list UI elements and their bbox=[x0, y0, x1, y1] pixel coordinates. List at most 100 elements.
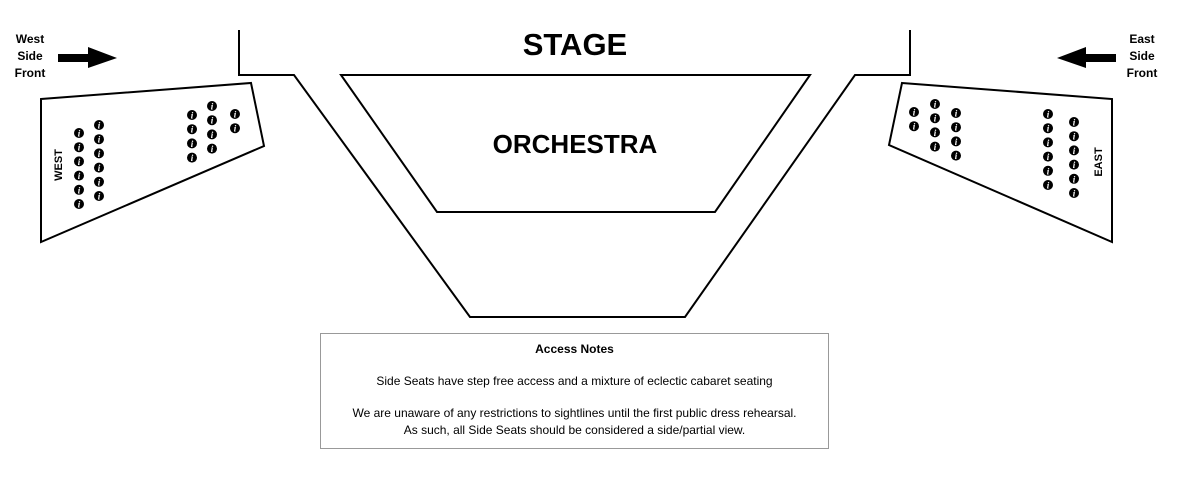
east-section[interactable] bbox=[887, 81, 1113, 244]
seat-info-icon[interactable]: i bbox=[1043, 109, 1053, 120]
seat-info-icon[interactable]: i bbox=[1043, 180, 1053, 191]
seat-info-icon[interactable]: i bbox=[94, 148, 104, 159]
svg-text:i: i bbox=[955, 137, 958, 147]
seat-info-icon[interactable]: i bbox=[951, 150, 961, 162]
seat-info-icon[interactable]: i bbox=[187, 110, 197, 121]
seat-info-icon[interactable]: i bbox=[930, 113, 940, 124]
svg-text:i: i bbox=[191, 111, 194, 121]
svg-text:i: i bbox=[98, 149, 101, 159]
svg-text:i: i bbox=[211, 116, 214, 126]
svg-text:i: i bbox=[955, 109, 958, 119]
west-section[interactable] bbox=[40, 81, 266, 244]
west-front-line2: Side bbox=[17, 49, 43, 63]
svg-text:i: i bbox=[98, 121, 101, 131]
seat-info-icon[interactable]: i bbox=[1043, 165, 1053, 177]
svg-text:i: i bbox=[1047, 181, 1050, 191]
seat-info-icon[interactable]: i bbox=[94, 191, 104, 202]
seat-info-icon[interactable]: i bbox=[909, 107, 919, 118]
seat-info-icon[interactable]: i bbox=[951, 136, 961, 147]
east-front-line2: Side bbox=[1129, 49, 1155, 63]
svg-text:i: i bbox=[191, 139, 194, 149]
seat-info-icon[interactable]: i bbox=[94, 120, 104, 131]
seat-info-icon[interactable]: i bbox=[1069, 145, 1079, 156]
svg-text:i: i bbox=[1073, 118, 1076, 128]
stage-label: STAGE bbox=[523, 27, 628, 62]
svg-text:i: i bbox=[1047, 110, 1050, 120]
seat-info-icon[interactable]: i bbox=[230, 123, 240, 134]
svg-text:i: i bbox=[934, 100, 937, 110]
svg-text:i: i bbox=[211, 144, 214, 154]
svg-text:i: i bbox=[78, 200, 81, 210]
svg-text:i: i bbox=[98, 192, 101, 202]
seat-info-icon[interactable]: i bbox=[909, 121, 919, 132]
svg-text:i: i bbox=[1047, 166, 1050, 176]
seat-info-icon[interactable]: i bbox=[187, 152, 197, 164]
seat-info-icon[interactable]: i bbox=[207, 115, 217, 126]
seat-info-icon[interactable]: i bbox=[207, 143, 217, 155]
svg-text:i: i bbox=[234, 124, 237, 134]
seat-info-icon[interactable]: i bbox=[1069, 159, 1079, 171]
seat-info-icon[interactable]: i bbox=[930, 99, 940, 110]
seat-info-icon[interactable]: i bbox=[1043, 151, 1053, 163]
svg-text:i: i bbox=[98, 163, 101, 173]
seat-info-icon[interactable]: i bbox=[94, 134, 104, 145]
seat-info-icon[interactable]: i bbox=[1069, 188, 1079, 199]
access-notes-title: Access Notes bbox=[535, 342, 614, 356]
seat-info-icon[interactable]: i bbox=[951, 108, 961, 119]
west-front-line1: West bbox=[15, 32, 45, 46]
svg-text:i: i bbox=[98, 135, 101, 145]
svg-text:i: i bbox=[191, 125, 194, 135]
arrow-left-icon bbox=[1057, 47, 1116, 68]
seat-info-icon[interactable]: i bbox=[207, 129, 217, 140]
svg-text:i: i bbox=[1047, 124, 1050, 134]
west-label: WEST bbox=[53, 149, 65, 181]
seat-info-icon[interactable]: i bbox=[94, 176, 104, 188]
seat-info-icon[interactable]: i bbox=[74, 128, 84, 139]
west-side-front-label: West Side Front bbox=[8, 31, 52, 82]
seat-info-icon[interactable]: i bbox=[94, 162, 104, 174]
seat-info-icon[interactable]: i bbox=[74, 170, 84, 182]
orchestra-label: ORCHESTRA bbox=[493, 129, 658, 159]
svg-text:i: i bbox=[1047, 138, 1050, 148]
seat-info-icon[interactable]: i bbox=[187, 138, 197, 149]
east-label: EAST bbox=[1093, 147, 1105, 177]
east-side-front-label: East Side Front bbox=[1120, 31, 1164, 82]
svg-text:i: i bbox=[1073, 132, 1076, 142]
svg-text:i: i bbox=[211, 102, 214, 112]
access-notes-line2: We are unaware of any restrictions to si… bbox=[352, 406, 797, 420]
seat-info-icon[interactable]: i bbox=[74, 184, 84, 196]
svg-text:i: i bbox=[1073, 189, 1076, 199]
svg-text:i: i bbox=[78, 171, 81, 181]
orchestra-section[interactable] bbox=[339, 74, 812, 213]
svg-text:i: i bbox=[955, 151, 958, 161]
seat-info-icon[interactable]: i bbox=[1069, 173, 1079, 185]
seat-info-icon[interactable]: i bbox=[187, 124, 197, 135]
svg-text:i: i bbox=[211, 130, 214, 140]
seat-info-icon[interactable]: i bbox=[230, 109, 240, 120]
svg-text:i: i bbox=[1073, 160, 1076, 170]
seat-info-icon[interactable]: i bbox=[207, 101, 217, 112]
svg-text:i: i bbox=[934, 114, 937, 124]
svg-text:i: i bbox=[98, 177, 101, 187]
svg-text:i: i bbox=[1073, 174, 1076, 184]
seat-info-icon[interactable]: i bbox=[74, 142, 84, 153]
svg-text:i: i bbox=[934, 142, 937, 152]
seat-info-icon[interactable]: i bbox=[930, 141, 940, 153]
seat-info-icon[interactable]: i bbox=[1043, 137, 1053, 148]
stage-outline-left bbox=[238, 30, 911, 318]
svg-text:i: i bbox=[955, 123, 958, 133]
svg-text:i: i bbox=[1047, 152, 1050, 162]
seat-info-icon[interactable]: i bbox=[74, 199, 84, 210]
seat-info-icon[interactable]: i bbox=[951, 122, 961, 133]
seat-info-icon[interactable]: i bbox=[1043, 123, 1053, 134]
seat-info-icon[interactable]: i bbox=[1069, 117, 1079, 128]
access-notes-line3: As such, all Side Seats should be consid… bbox=[403, 423, 746, 437]
seat-info-icon[interactable]: i bbox=[930, 127, 940, 138]
access-notes-box: Access Notes Side Seats have step free a… bbox=[320, 333, 829, 449]
west-front-line3: Front bbox=[14, 66, 46, 80]
seat-info-icon[interactable]: i bbox=[1069, 131, 1079, 142]
access-notes-line1: Side Seats have step free access and a m… bbox=[376, 374, 773, 388]
seat-info-icon[interactable]: i bbox=[74, 156, 84, 167]
arrow-right-icon bbox=[58, 47, 117, 68]
